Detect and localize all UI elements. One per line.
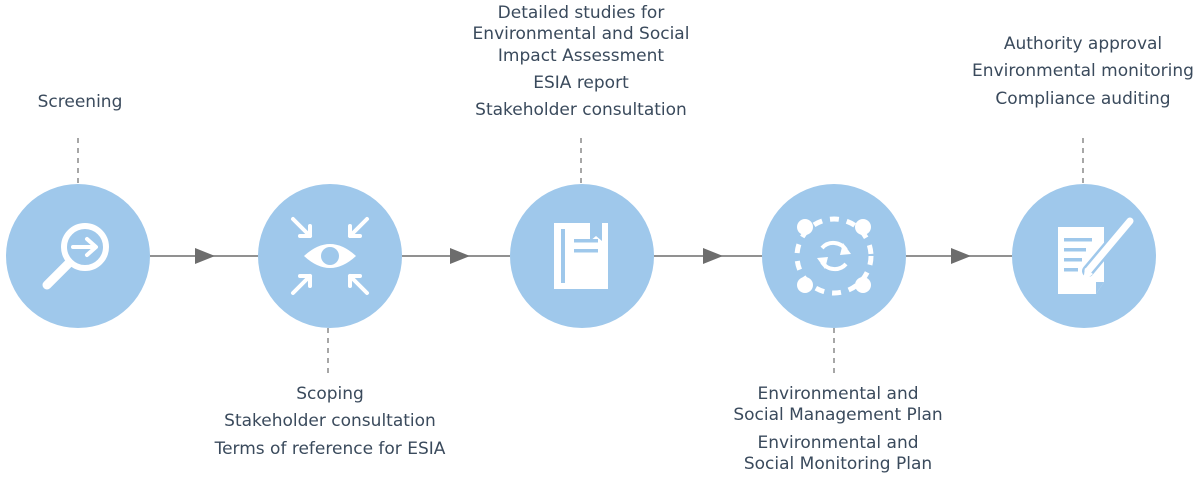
step-3-labels: Detailed studies for Environmental and S… (431, 3, 731, 121)
arrowhead-4 (951, 248, 971, 264)
arrowhead-3 (703, 248, 723, 264)
step-label: Detailed studies for Environmental and S… (472, 3, 690, 66)
step-label: ESIA report (533, 72, 629, 93)
arrowheads (195, 248, 971, 264)
step-circle-1 (6, 184, 150, 328)
leader-lines (77, 138, 1084, 376)
arrowhead-1 (195, 248, 215, 264)
step-label: Scoping (296, 384, 364, 404)
step-label: Environmental and Social Management Plan (733, 384, 943, 426)
step-label: Compliance auditing (995, 88, 1171, 109)
step-label: Terms of reference for ESIA (214, 438, 446, 459)
step-label: Stakeholder consultation (475, 100, 687, 120)
notebook-icon (554, 223, 608, 289)
cycle-nodes-icon (794, 216, 874, 296)
step-circle-4 (762, 184, 906, 328)
step-label: Stakeholder consultation (224, 411, 436, 432)
step-2-labels: Scoping Stakeholder consultation Terms o… (180, 384, 480, 460)
document-pen-icon (1058, 215, 1136, 294)
eye-focus-icon (291, 217, 369, 295)
step-label: Environmental and Social Monitoring Plan (743, 432, 933, 474)
magnifier-arrow-icon (42, 223, 109, 290)
step-label: Authority approval (1003, 34, 1163, 54)
step-5-labels: Authority approval Environmental monitor… (933, 34, 1200, 110)
arrowhead-2 (450, 248, 470, 264)
step-4-labels: Environmental and Social Management Plan… (688, 384, 988, 475)
step-label: Environmental monitoring (972, 61, 1194, 82)
step-label: Screening (37, 92, 123, 112)
step-1-labels: Screening (0, 92, 230, 113)
